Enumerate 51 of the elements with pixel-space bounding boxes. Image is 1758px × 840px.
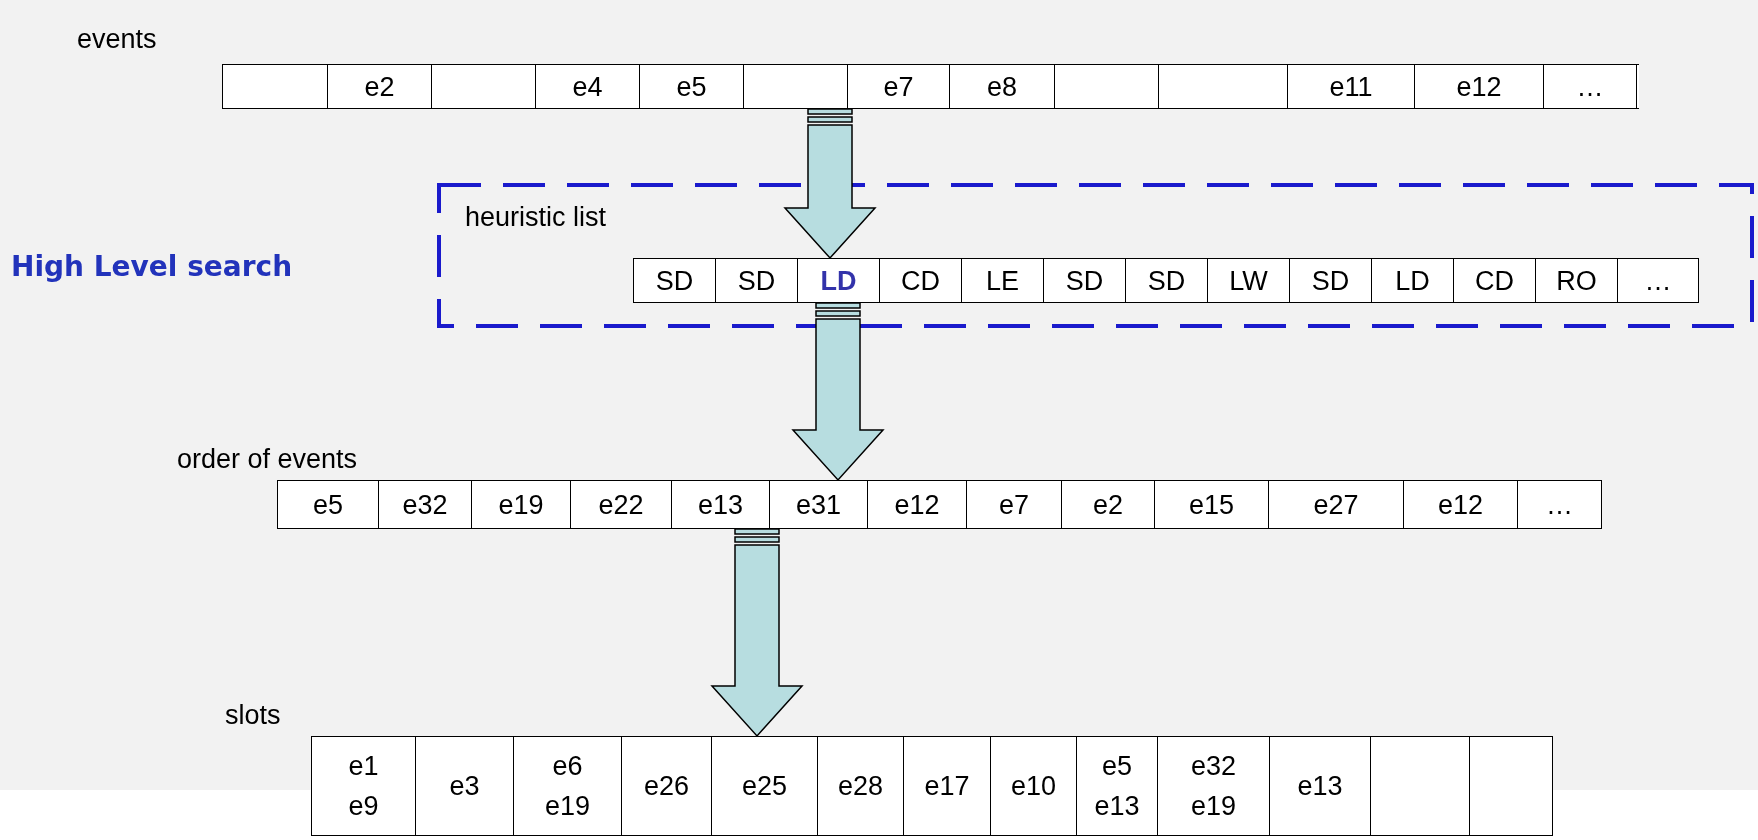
frame-heading: heuristic list <box>465 201 607 234</box>
table-cell: e5 e13 <box>1077 737 1158 835</box>
table-cell: SD <box>1290 259 1372 302</box>
table-cell: e2 <box>328 65 432 108</box>
table-cell: … <box>1618 259 1699 302</box>
block-arrow <box>783 108 877 260</box>
table-cell: SD <box>634 259 716 302</box>
table-cell: e8 <box>950 65 1055 108</box>
table-cell: e13 <box>1270 737 1371 835</box>
table-cell: … <box>1544 65 1637 108</box>
table-cell: e1 e9 <box>312 737 416 835</box>
table-cell: e4 <box>536 65 640 108</box>
dashed-frame <box>437 183 1754 328</box>
table-cell: e19 <box>472 481 571 528</box>
table-cell: e7 <box>967 481 1062 528</box>
block-arrow <box>710 528 804 738</box>
table-cell: e2 <box>1062 481 1155 528</box>
table-cell: SD <box>1126 259 1208 302</box>
table-cell: e25 <box>712 737 818 835</box>
table-cell: e32 e19 <box>1158 737 1270 835</box>
block-arrow <box>791 302 885 482</box>
table-cell: LE <box>962 259 1044 302</box>
table-cell: e5 <box>278 481 379 528</box>
table-cell: e32 <box>379 481 472 528</box>
table-cell: e15 <box>1155 481 1269 528</box>
table-cell: … <box>1518 481 1602 528</box>
row-heading: events <box>77 23 157 56</box>
table-cell: e26 <box>622 737 712 835</box>
table-cell: CD <box>1454 259 1536 302</box>
side-caption: High Level search <box>11 249 293 285</box>
table-cell: e6 e19 <box>514 737 622 835</box>
table-cell: SD <box>716 259 798 302</box>
table-cell: e5 <box>640 65 744 108</box>
table-cell: e27 <box>1269 481 1404 528</box>
table-cell: e12 <box>1415 65 1544 108</box>
table-cell: e17 <box>904 737 991 835</box>
table-cell: LD <box>1372 259 1454 302</box>
table-cell: e3 <box>416 737 514 835</box>
table-cell: SD <box>1044 259 1126 302</box>
table-cell: LW <box>1208 259 1290 302</box>
table-cell: e12 <box>1404 481 1518 528</box>
table-cell: e28 <box>818 737 904 835</box>
table-cell: e12 <box>868 481 967 528</box>
table-cell: RO <box>1536 259 1618 302</box>
row-heading: slots <box>225 699 281 732</box>
cell-strip <box>633 258 1699 303</box>
table-cell: e22 <box>571 481 672 528</box>
table-cell: e11 <box>1288 65 1415 108</box>
row-heading: order of events <box>177 443 358 476</box>
table-cell: CD <box>880 259 962 302</box>
table-cell: e10 <box>991 737 1077 835</box>
